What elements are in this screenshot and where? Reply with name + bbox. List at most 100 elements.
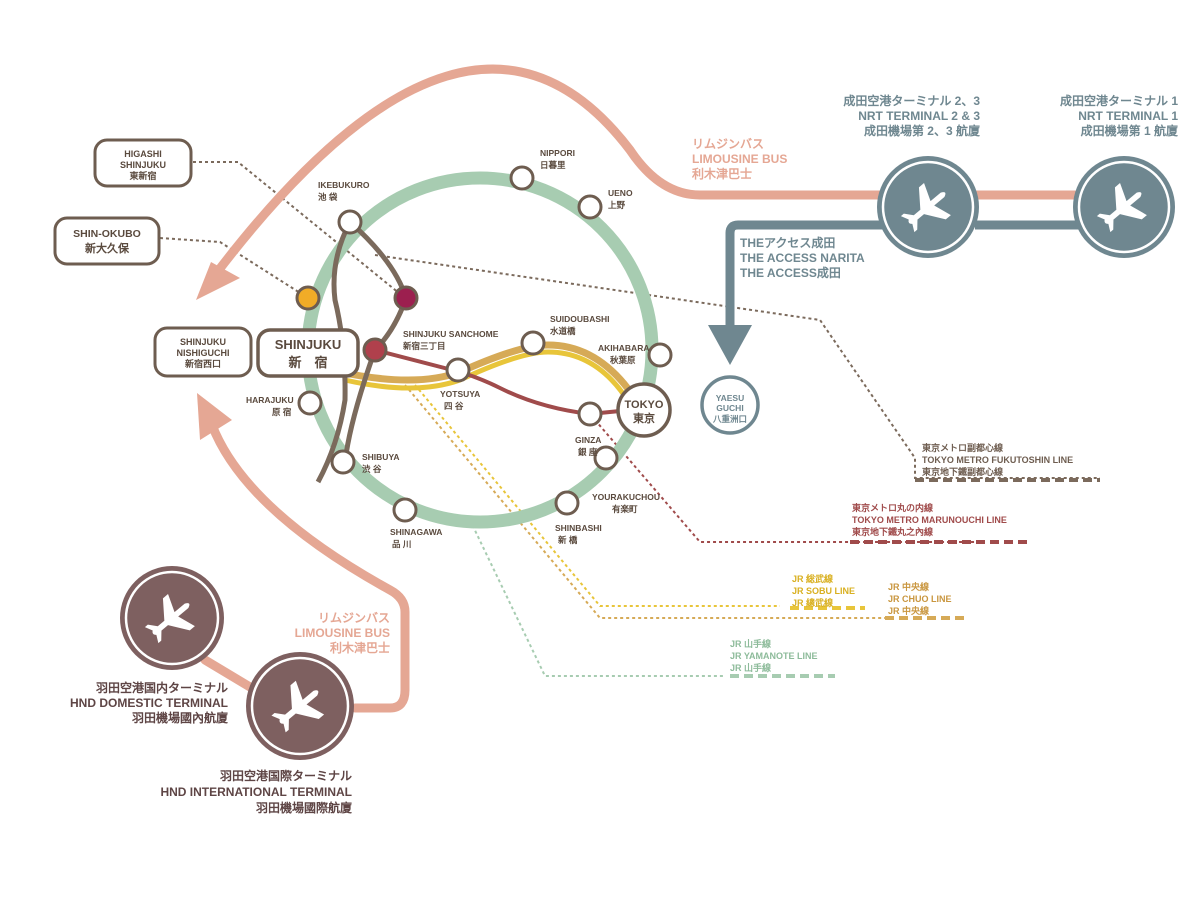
access-l2: THE ACCESS NARITA	[740, 251, 865, 265]
legend-yamanote-l1: JR 山手線	[730, 638, 771, 649]
label-yourakuchou-ja: 有楽町	[612, 504, 638, 514]
callout-higashi-l1: HIGASHI	[124, 149, 162, 159]
airport-hnd-domestic[interactable]	[120, 566, 224, 670]
airport-nrt23[interactable]	[877, 156, 979, 258]
leader-sobu	[414, 384, 780, 607]
label-shinjuku-ja: 新 宿	[288, 355, 327, 370]
label-ikebukuro: IKEBUKURO	[318, 180, 370, 190]
label-yaesu-l2: GUCHI	[716, 403, 743, 413]
bus-top-l2: LIMOUSINE BUS	[692, 152, 787, 166]
label-yaesu-l3: 八重洲口	[712, 414, 747, 424]
access-arrowhead	[708, 325, 752, 365]
label-harajuku-ja: 原 宿	[272, 407, 292, 417]
airport-nrt1[interactable]	[1073, 156, 1175, 258]
station-yaesu[interactable]	[700, 375, 760, 435]
label-suidoubashi-ja: 水道橋	[549, 326, 576, 336]
fukutoshin-line-east	[342, 220, 409, 463]
airport-hnd-international[interactable]	[246, 652, 354, 760]
station-tokyo[interactable]	[616, 382, 672, 438]
chuo-line	[339, 341, 639, 402]
bus-top-l1: リムジンバス	[692, 137, 764, 151]
leader-higashi	[193, 161, 406, 299]
label-akihabara: AKIHABARA	[598, 343, 649, 353]
legend-yamanote-l3: JR 山手線	[730, 662, 771, 673]
bus-bottom-l3: 利木津巴士	[330, 640, 390, 655]
label-yotsuya-ja: 四 谷	[444, 401, 464, 411]
legend-fukutoshin-l1: 東京メトロ副都心線	[922, 442, 1003, 453]
label-yotsuya: YOTSUYA	[440, 389, 480, 399]
limousine-top-route	[210, 64, 935, 280]
station-shinbashi[interactable]	[554, 490, 580, 516]
label-shinagawa: SHINAGAWA	[390, 527, 442, 537]
label-nippori-ja: 日暮里	[540, 160, 566, 170]
bus-top-l3: 利木津巴士	[692, 166, 752, 181]
label-tokyo: TOKYO	[625, 399, 664, 411]
label-ginza-ja: 銀 座	[577, 447, 598, 457]
legend-sobu-l3: JR 總武線	[792, 597, 833, 608]
nrt23-l1: 成田空港ターミナル 2、3	[843, 93, 980, 108]
label-shinbashi: SHINBASHI	[555, 523, 602, 533]
hnd-int-l1: 羽田空港国際ターミナル	[220, 768, 352, 783]
limousine-bottom-route	[207, 420, 410, 713]
bus-bottom-l2: LIMOUSINE BUS	[295, 626, 390, 640]
leader-yamanote	[469, 519, 725, 677]
access-l1: THEアクセス成田	[740, 235, 835, 250]
legend-fukutoshin-l2: TOKYO METRO FUKUTOSHIN LINE	[922, 455, 1073, 465]
callout-higashi-shinjuku[interactable]	[93, 138, 193, 188]
legend-chuo-l1: JR 中央線	[888, 581, 929, 592]
label-shinbashi-ja: 新 橋	[558, 535, 578, 545]
legend-yamanote-l2: JR YAMANOTE LINE	[730, 651, 818, 661]
label-ueno: UENO	[608, 188, 633, 198]
hnd-dom-l3: 羽田機場國內航廈	[132, 710, 228, 725]
callout-shinokubo-l2: 新大久保	[85, 241, 130, 255]
station-ginza[interactable]	[577, 401, 603, 427]
station-akihabara[interactable]	[647, 342, 673, 368]
bus-bottom-l1: リムジンバス	[318, 611, 390, 625]
label-suidoubashi: SUIDOUBASHI	[550, 314, 610, 324]
label-ikebukuro-ja: 池 袋	[318, 192, 338, 202]
station-higashi-shinjuku-marker[interactable]	[393, 285, 419, 311]
hnd-int-l2: HND INTERNATIONAL TERMINAL	[160, 785, 352, 799]
station-shinagawa[interactable]	[392, 497, 418, 523]
label-shinagawa-ja: 品 川	[392, 539, 411, 549]
station-harajuku[interactable]	[297, 390, 323, 416]
station-shibuya[interactable]	[330, 449, 356, 475]
label-tokyo-ja: 東京	[633, 411, 655, 425]
nrt1-l2: NRT TERMINAL 1	[1078, 109, 1178, 123]
callout-shinjuku-nishiguchi[interactable]	[153, 326, 253, 378]
label-shibuya-ja: 渋 谷	[362, 464, 382, 474]
leader-marunouchi	[594, 419, 985, 543]
callout-shin-okubo[interactable]	[53, 216, 161, 266]
station-shinjuku-sanchome[interactable]	[362, 337, 388, 363]
hnd-dom-l1: 羽田空港国内ターミナル	[96, 680, 228, 695]
station-ueno[interactable]	[577, 194, 603, 220]
sobu-line	[344, 349, 633, 406]
label-shinjuku-sanchome-ja: 新宿三丁目	[403, 341, 446, 351]
nrt23-l2: NRT TERMINAL 2 & 3	[858, 109, 980, 123]
legend-sobu-l2: JR SOBU LINE	[792, 586, 855, 596]
leader-shinokubo	[159, 237, 309, 299]
marunouchi-line	[374, 348, 631, 417]
legend-bars	[730, 478, 1100, 678]
label-shibuya: SHIBUYA	[362, 452, 399, 462]
station-suidoubashi[interactable]	[520, 330, 546, 356]
access-narita-route	[725, 220, 1080, 330]
station-ikebukuro[interactable]	[337, 209, 363, 235]
label-ueno-ja: 上野	[608, 200, 626, 210]
station-yotsuya[interactable]	[445, 357, 471, 383]
limousine-bottom-arrowhead	[197, 393, 232, 440]
label-akihabara-ja: 秋葉原	[609, 355, 636, 365]
label-shinjuku: SHINJUKU	[275, 337, 341, 352]
legend-chuo-l3: JR 中央線	[888, 605, 929, 616]
access-l3: THE ACCESS成田	[740, 265, 841, 280]
callout-shinokubo-l1: SHIN-OKUBO	[73, 228, 141, 240]
station-shinokubo-marker[interactable]	[295, 285, 321, 311]
callout-nishiguchi-l3: 新宿西口	[185, 358, 221, 369]
leader-chuo	[404, 384, 885, 619]
legend-marunouchi-l1: 東京メトロ丸の内線	[852, 502, 933, 513]
legend-marunouchi-l3: 東京地下鐵丸之內線	[852, 526, 933, 537]
station-nippori[interactable]	[509, 165, 535, 191]
stations	[297, 165, 760, 523]
station-yourakuchou[interactable]	[593, 445, 619, 471]
station-shinjuku[interactable]	[256, 328, 360, 378]
